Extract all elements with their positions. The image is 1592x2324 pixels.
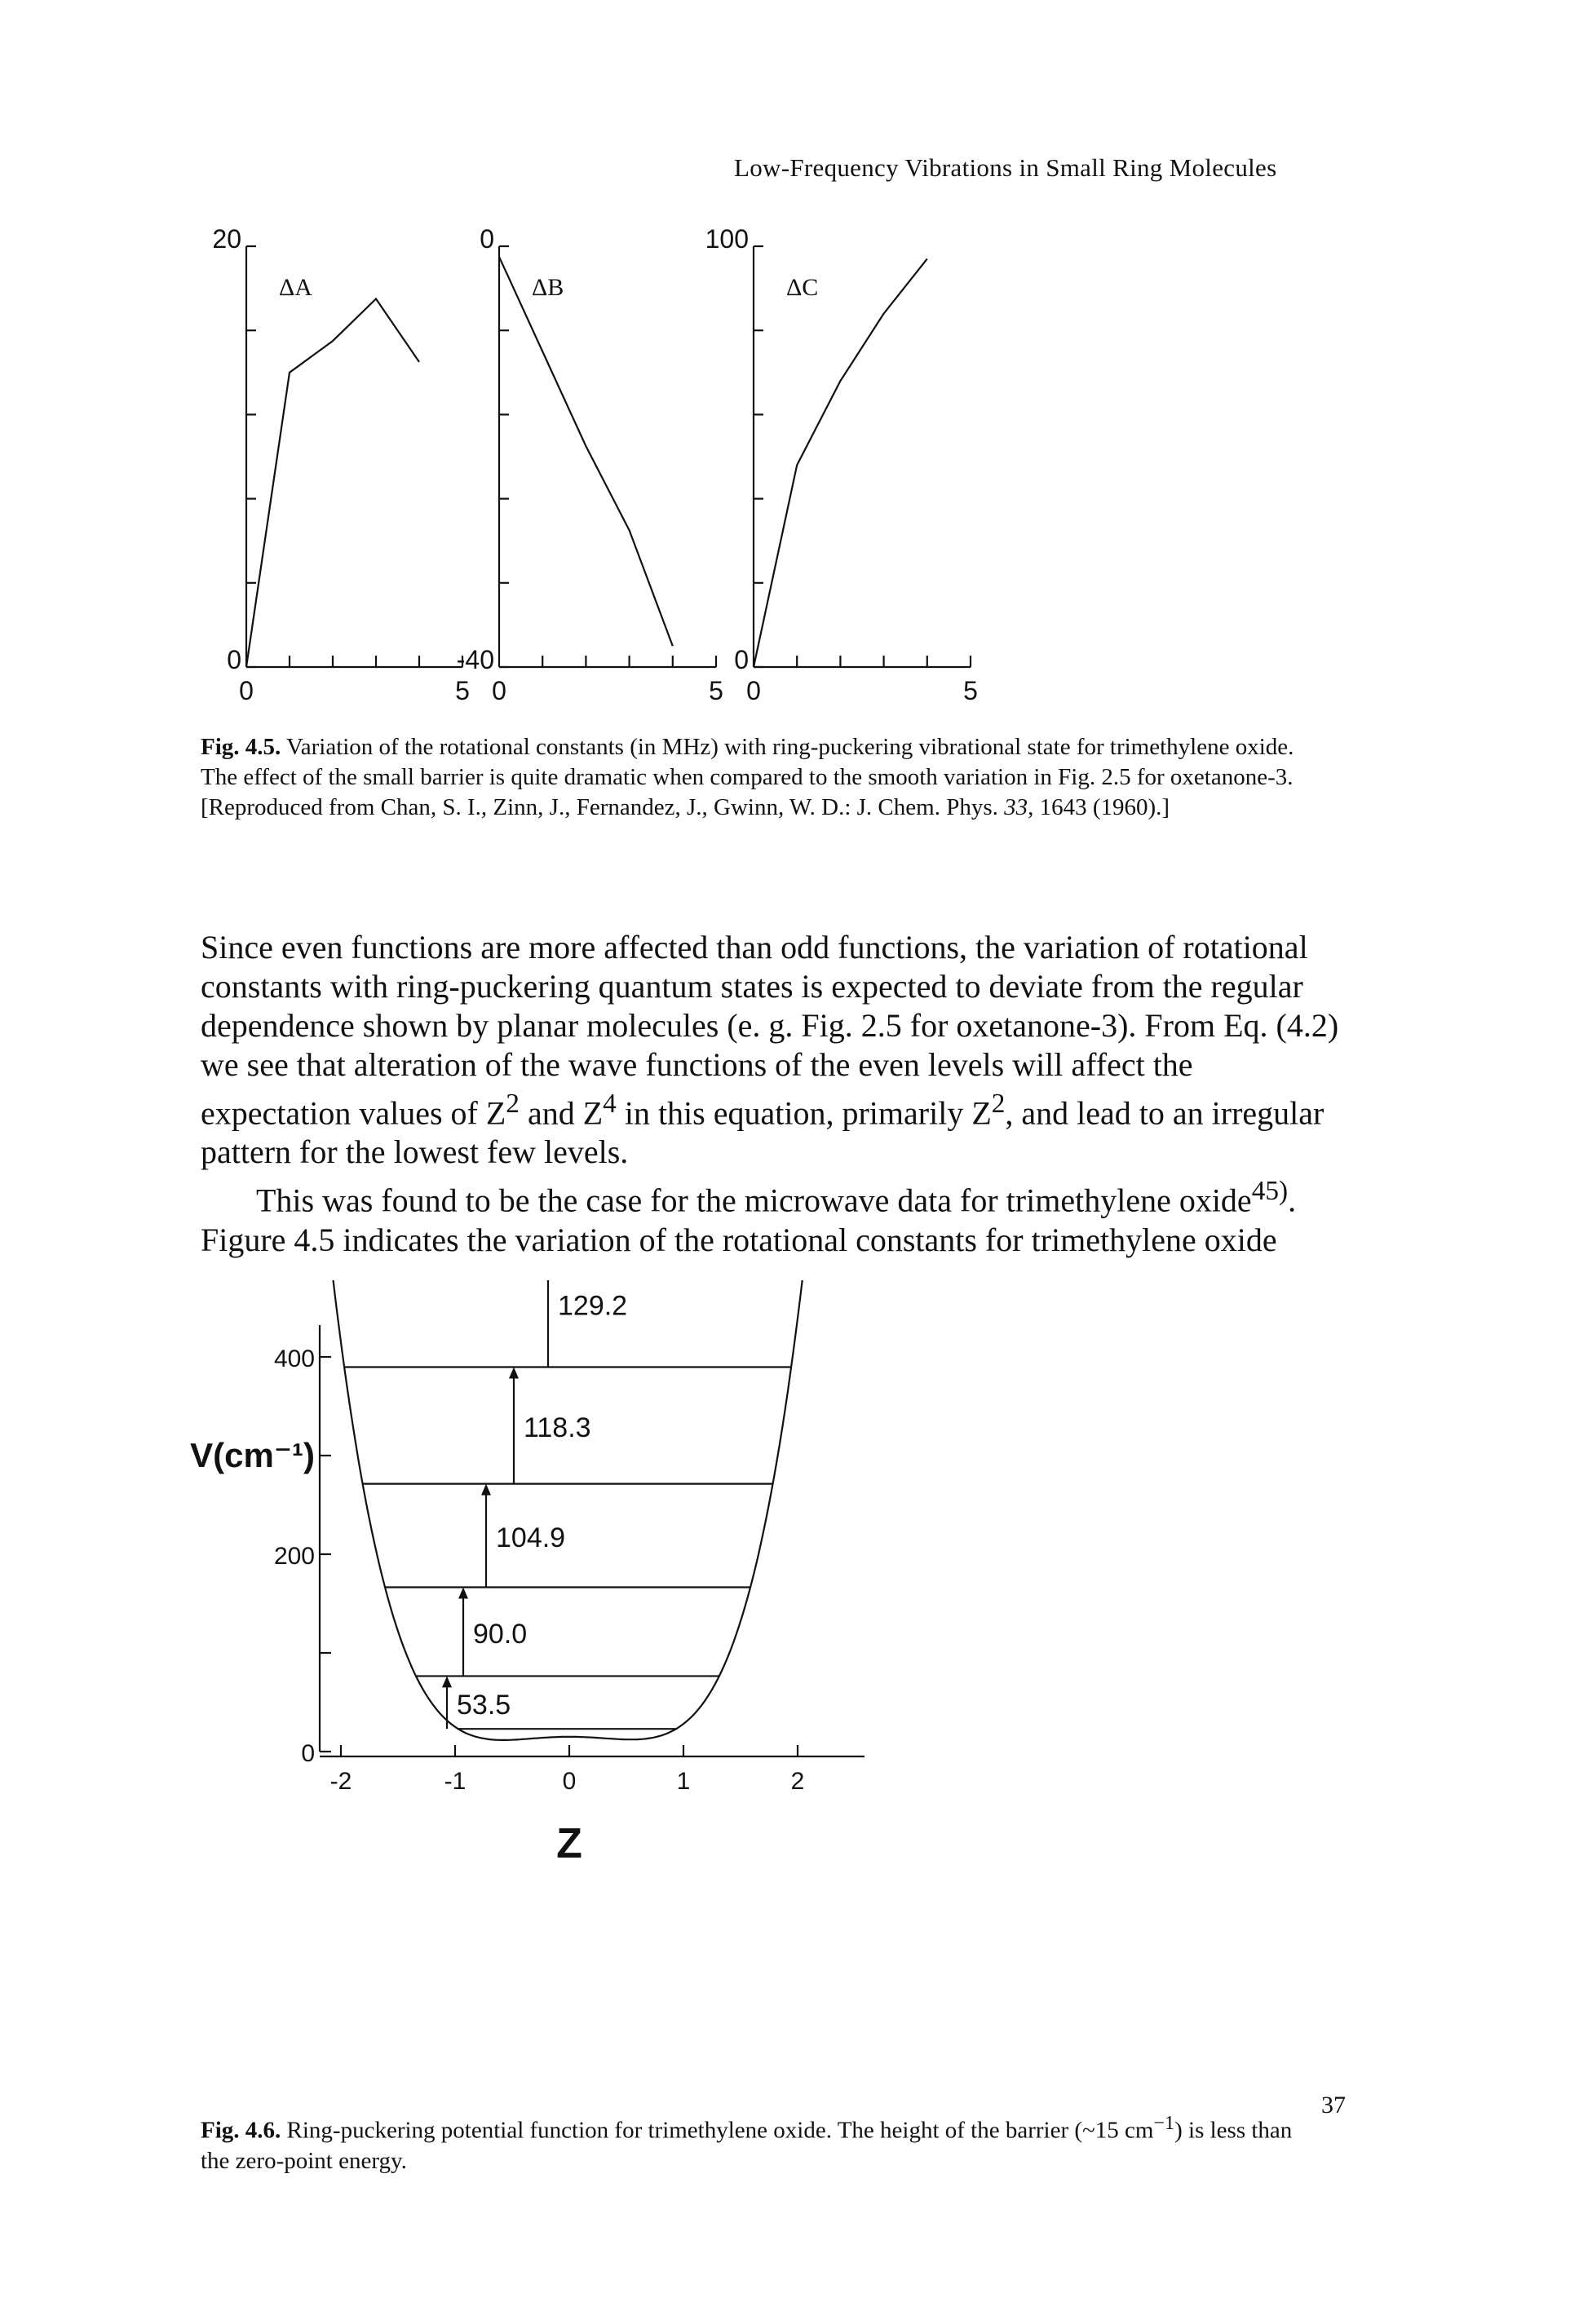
paragraph-2-text: This was found to be the case for the mi…: [256, 1182, 1252, 1219]
spacing-label: 129.2: [558, 1290, 627, 1321]
x-tick-label: 5: [455, 676, 470, 705]
potential-curve: [332, 1280, 803, 1741]
fig46-caption-label: Fig. 4.6.: [201, 2117, 281, 2144]
arrow-head: [481, 1483, 491, 1496]
series-line: [498, 256, 674, 647]
fig46-potential-function-chart: 6004002000V(cm⁻¹)-2-1012Z53.590.0104.911…: [190, 1280, 865, 1867]
paragraph-1-text: Since even functions are more affected t…: [201, 929, 1339, 1132]
fig46-caption-text: Ring-puckering potential function for tr…: [281, 2117, 1154, 2144]
series-line: [752, 258, 928, 668]
paragraph-2: This was found to be the case for the mi…: [201, 1172, 1342, 1259]
x-tick-label: 5: [963, 676, 978, 705]
spacing-label: 90.0: [473, 1619, 527, 1650]
fig45-reproduced-suffix: , 1643 (1960).]: [1028, 794, 1170, 820]
x-tick-label: 1: [677, 1768, 691, 1795]
page-number: 37: [1321, 2092, 1346, 2119]
fig45-caption: Fig. 4.5. Variation of the rotational co…: [201, 732, 1326, 823]
fig45-caption-label: Fig. 4.5.: [201, 734, 281, 760]
y-tick-label: 0: [301, 1740, 315, 1767]
paragraph-1: Since even functions are more affected t…: [201, 928, 1342, 1172]
x-tick-label: 0: [563, 1768, 577, 1795]
arrow-head: [442, 1676, 452, 1688]
superscript: 2: [506, 1089, 520, 1119]
fig45-reproduced-prefix: [Reproduced from Chan, S. I., Zinn, J., …: [201, 794, 1005, 820]
y-bottom-label: -40: [457, 645, 494, 674]
fig45-reproduced-volume: 33: [1004, 794, 1028, 820]
paragraph-1-text: in this equation, primarily Z: [616, 1094, 992, 1132]
y-tick-label: 200: [274, 1543, 315, 1570]
series-line: [245, 297, 420, 668]
spacing-label: 53.5: [457, 1690, 511, 1721]
superscript: 4: [603, 1089, 617, 1119]
x-tick-label: 0: [746, 676, 761, 705]
y-top-label: 0: [480, 224, 494, 254]
fig46-caption-sup: −1: [1153, 2112, 1175, 2134]
fig45-caption-text: Variation of the rotational constants (i…: [201, 734, 1294, 790]
x-tick-label: 5: [709, 676, 723, 705]
y-bottom-label: 0: [227, 645, 241, 674]
x-axis-label: Z: [556, 1820, 582, 1867]
x-tick-label: -2: [330, 1768, 352, 1795]
reference-superscript: 45): [1251, 1176, 1289, 1207]
y-tick-label: 400: [274, 1345, 315, 1372]
running-head: Low-Frequency Vibrations in Small Ring M…: [734, 153, 1277, 182]
superscript: 2: [991, 1089, 1006, 1119]
arrow-head: [509, 1367, 519, 1379]
y-bottom-label: 0: [734, 645, 749, 674]
panel-label: ΔB: [532, 274, 564, 301]
spacing-label: 118.3: [524, 1412, 591, 1443]
y-top-label: 20: [212, 224, 241, 254]
fig46-caption: Fig. 4.6. Ring-puckering potential funct…: [201, 2108, 1326, 2176]
y-top-label: 100: [705, 224, 749, 254]
panel-label: ΔC: [786, 274, 818, 301]
panel-label: ΔA: [279, 274, 312, 301]
spacing-label: 104.9: [496, 1522, 565, 1553]
paragraph-1-text: , and lead to an irregular pattern for t…: [201, 1094, 1324, 1171]
y-axis-label: V(cm⁻¹): [190, 1436, 315, 1474]
paragraph-2-text: . Figure 4.5 indicates the variation of …: [201, 1182, 1297, 1258]
paragraph-1-text: and Z: [519, 1094, 604, 1132]
body-text: Since even functions are more affected t…: [201, 928, 1342, 1260]
x-tick-label: 2: [791, 1768, 805, 1795]
arrow-head: [458, 1587, 468, 1599]
x-tick-label: 0: [492, 676, 506, 705]
x-tick-label: -1: [444, 1768, 467, 1795]
x-tick-label: 0: [239, 676, 254, 705]
fig46-caption-text-end: ) is less than the zero-point energy.: [201, 2117, 1293, 2174]
